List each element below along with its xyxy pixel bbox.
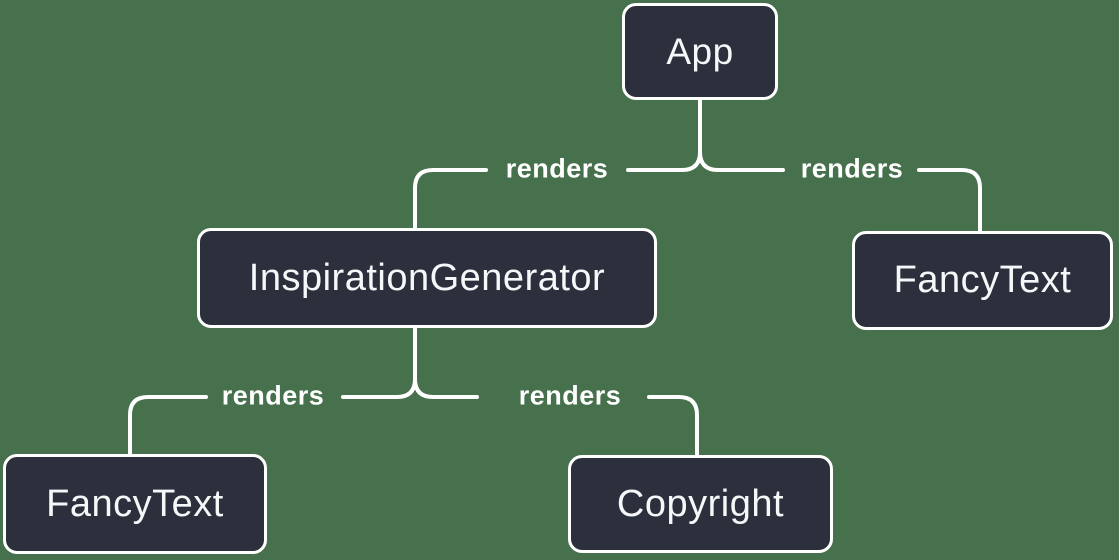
edge-line-app-to-inspirationgenerator — [413, 168, 488, 231]
edge-label-ig-copyright: renders — [518, 380, 622, 411]
edge-line-ig-right-fork — [413, 377, 479, 399]
node-copyright: Copyright — [568, 455, 833, 553]
edge-label-app-inspirationgenerator: renders — [505, 153, 609, 184]
node-app: App — [622, 3, 778, 100]
edge-line-ig-to-fancytext — [128, 395, 208, 457]
connector-inspirationgenerator-children — [128, 326, 699, 458]
edge-line-app-left-fork — [626, 150, 702, 172]
node-fancy-text-bottom: FancyText — [3, 454, 267, 554]
node-inspiration-generator-label: InspirationGenerator — [248, 256, 606, 299]
node-fancy-text-top-label: FancyText — [893, 259, 1072, 301]
node-fancy-text-top: FancyText — [852, 231, 1113, 330]
edge-label-app-fancytext: renders — [800, 153, 904, 184]
connector-app-children — [413, 98, 982, 234]
node-copyright-label: Copyright — [616, 482, 785, 525]
edge-line-app-right-fork — [698, 150, 785, 172]
edge-line-app-to-fancytext — [917, 168, 982, 234]
edge-line-ig-left-fork — [341, 377, 417, 399]
node-app-label: App — [666, 30, 734, 72]
edge-label-ig-fancytext: renders — [221, 380, 325, 411]
node-inspiration-generator: InspirationGenerator — [197, 228, 657, 328]
edge-line-ig-to-copyright — [647, 395, 699, 458]
node-fancy-text-bottom-label: FancyText — [46, 482, 224, 525]
